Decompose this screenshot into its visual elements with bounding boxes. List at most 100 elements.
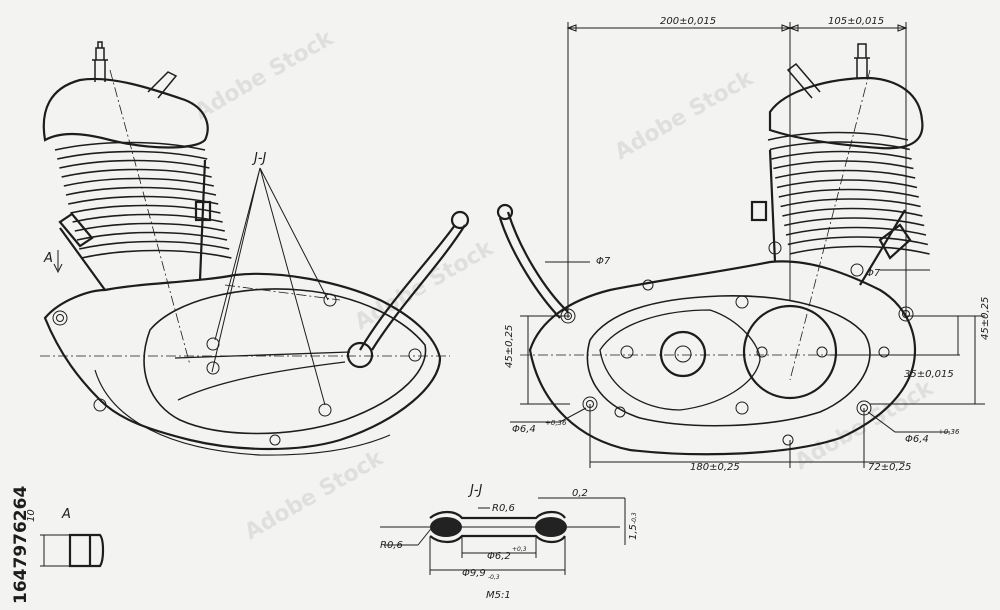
cylinder-fin — [81, 249, 232, 259]
watermark-text: Adobe Stock — [191, 25, 339, 125]
left-cylinder-fins — [54, 141, 232, 259]
right-cylinder-barrel — [768, 149, 906, 286]
detail-body — [429, 510, 566, 544]
cylinder-fin — [785, 226, 927, 236]
right-inner-oval — [599, 309, 761, 411]
detail-a-title: A — [61, 507, 71, 522]
left-hidden-line — [224, 284, 341, 301]
cylinder-fin — [767, 131, 909, 141]
bolt — [620, 345, 634, 359]
cylinder-fin — [76, 231, 228, 241]
detail-phi62: Φ6,2 — [487, 551, 511, 562]
bolt — [768, 241, 782, 255]
detail-r-top: R0,6 — [492, 503, 515, 514]
dim-phi64-right-text: Φ6,4 — [905, 434, 929, 445]
right-side-boss — [750, 200, 768, 222]
right-crank-nut — [674, 345, 692, 363]
cylinder-fin — [784, 217, 925, 227]
left-crankcase-outline — [43, 272, 442, 451]
detail-phi62-tol: +0,3 — [512, 546, 527, 553]
cylinder-fin — [778, 188, 919, 198]
cylinder-fin — [74, 222, 225, 232]
dim-phi64-right-leader — [867, 411, 950, 433]
detail-15: 1,5 — [628, 524, 639, 540]
dim-phi64-left-text: Φ6,4 — [512, 424, 536, 435]
bolt — [816, 346, 828, 358]
cylinder-fin — [769, 141, 910, 151]
bolt — [782, 434, 794, 446]
cylinder-fin — [63, 177, 214, 187]
section-label-jj: J-J — [251, 151, 267, 166]
cylinder-fin — [70, 204, 221, 214]
dim-phi64-right-tol: +0,36 — [938, 428, 960, 436]
cylinder-fin — [61, 168, 212, 178]
bolt — [850, 263, 864, 277]
detail-15-tol: -0,3 — [631, 512, 638, 524]
bolt — [318, 403, 332, 417]
extension-lines — [520, 22, 985, 468]
dim-bottom-right: 72±0,25 — [868, 462, 911, 473]
bolt — [735, 295, 749, 309]
detail-jj-title: J-J — [467, 483, 483, 498]
right-flywheel-cover — [742, 304, 838, 400]
dim-phi7-left-text: Φ7 — [596, 256, 611, 267]
view-label-a: A — [43, 251, 53, 266]
watermark-text: Adobe Stock — [611, 65, 759, 165]
cylinder-fin — [771, 150, 912, 160]
dim-bottom-left: 180±0,25 — [690, 462, 740, 473]
cylinder-fin — [59, 159, 210, 169]
right-crankcase-outline — [528, 260, 917, 456]
watermark-layer: Adobe Stock Adobe Stock Adobe Stock Adob… — [191, 25, 939, 545]
dim-phi7-right-text: Φ7 — [866, 268, 881, 279]
left-cylinder-head — [42, 77, 209, 149]
left-lower-skirt — [94, 369, 391, 456]
detail-phi99: Φ9,9 — [462, 568, 486, 579]
view-a-arrow — [53, 250, 63, 274]
dim-right-small-text: 35±0,015 — [904, 369, 954, 380]
detail-dim-lines — [385, 497, 626, 575]
detail-scale: M5:1 — [486, 590, 511, 601]
cylinder-fin — [775, 169, 916, 179]
cylinder-fin — [773, 160, 914, 170]
dim-top-left: 200±0,015 — [660, 16, 716, 27]
detail-phi99-tol: -0,3 — [488, 574, 500, 581]
detail-seal-right — [535, 517, 567, 537]
cylinder-fin — [65, 186, 217, 196]
dim-phi7-left — [545, 252, 590, 272]
right-view-dimensions: 200±0,015 105±0,015 Φ7 Φ7 45±0,25 45±0,2… — [504, 16, 991, 473]
left-centerline-cylinder — [109, 69, 191, 366]
cylinder-fin — [776, 179, 918, 189]
right-centerline-cylinder — [789, 69, 871, 381]
right-spark-plug — [854, 43, 870, 78]
cylinder-fin — [787, 236, 928, 246]
dim-phi64-left-tol: +0,36 — [545, 419, 567, 427]
bolt — [408, 348, 422, 362]
cylinder-fin — [780, 198, 921, 208]
left-bolts — [52, 293, 422, 446]
watermark-text: Adobe Stock — [351, 235, 499, 335]
left-spark-plug — [92, 41, 108, 82]
dim-left-vertical-text: 45±0,25 — [504, 325, 515, 368]
bolt — [269, 434, 281, 446]
left-side-boss — [194, 200, 212, 222]
dim-right-vertical — [957, 316, 976, 404]
detail-r-left: R0,6 — [380, 540, 403, 551]
right-cylinder-fins — [767, 131, 930, 255]
jj-leader-lines — [211, 167, 329, 406]
left-kick-pivot — [346, 341, 374, 369]
bolt — [735, 401, 749, 415]
dim-line-top — [566, 24, 908, 32]
dim-right-vertical-text: 45±0,25 — [980, 297, 991, 340]
left-kick-pedal — [450, 210, 470, 230]
right-inner-cover — [586, 295, 871, 427]
detail-02: 0,2 — [572, 488, 588, 499]
bolt — [614, 406, 626, 418]
bolt — [878, 346, 890, 358]
cylinder-fin — [782, 207, 923, 217]
right-crank-hub — [659, 330, 707, 378]
left-engine-view: J-J A — [40, 41, 470, 456]
bolt — [56, 314, 64, 322]
bolt — [52, 310, 68, 326]
